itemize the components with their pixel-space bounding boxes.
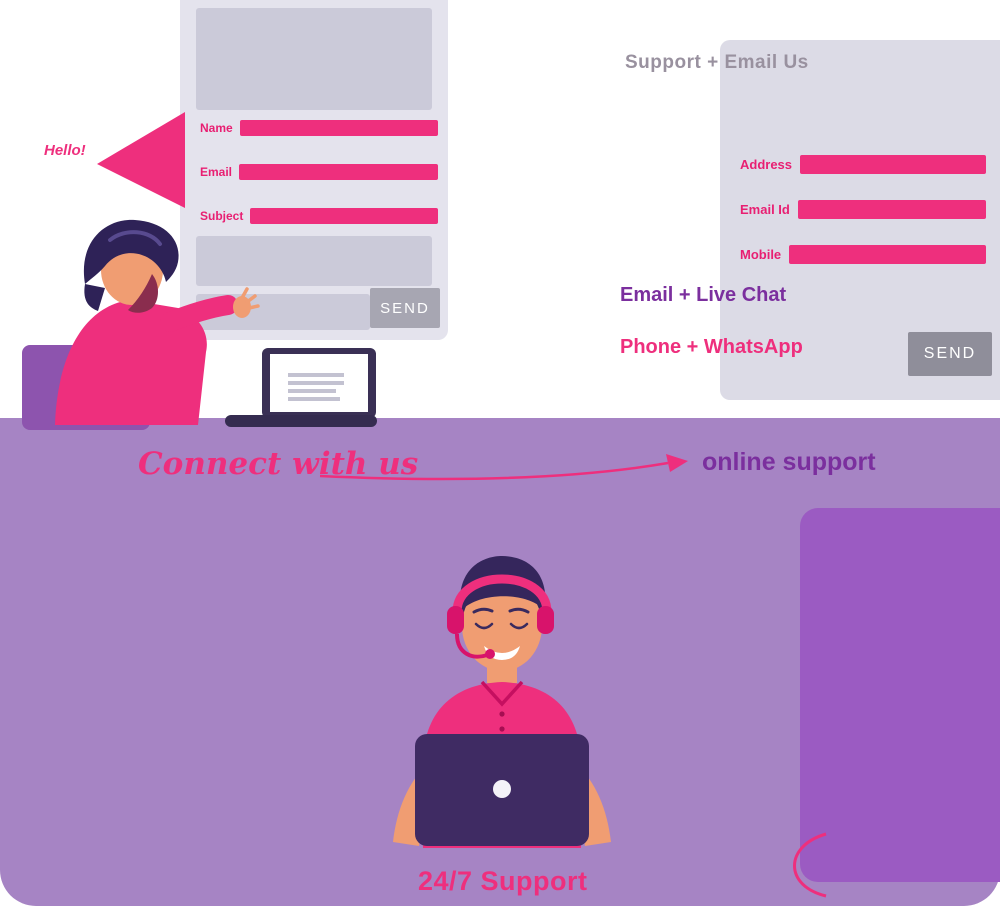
field-label: Mobile [740,246,782,262]
form-heading: Support + Email Us [625,52,809,73]
field-input-bar[interactable] [800,154,986,174]
right-form-panel: Address Email Id Mobile SEND [720,40,1000,400]
form-field-row: Email Id [740,198,986,220]
support-agent-illustration [393,556,611,848]
man-at-laptop-illustration [22,219,377,430]
field-input-bar[interactable] [239,164,438,180]
form-field-row: Name [200,118,438,138]
message-text-block [196,236,432,286]
form-field-row: Subject [200,206,438,226]
footer-caption: 24/7 Support [418,866,588,896]
field-label: Subject [200,209,244,223]
headset-icon [447,574,554,659]
send-button[interactable]: SEND [370,288,440,328]
field-label: Email Id [740,201,790,217]
contact-option-line: Email + Live Chat [620,284,787,306]
form-field-row: Email [200,162,438,182]
field-input-bar[interactable] [797,199,986,219]
decorative-arc-icon [793,832,827,898]
greeting-text: Hello! [44,142,86,159]
field-input-bar[interactable] [789,244,986,264]
form-field-row: Address [740,153,986,175]
field-label: Email [200,165,233,179]
megaphone-icon [97,112,185,208]
message-text-block [196,8,432,110]
send-button[interactable]: SEND [908,332,992,376]
field-label: Address [740,156,793,172]
field-input-bar[interactable] [239,120,438,136]
support-panel [800,508,1000,882]
laptop-icon [225,348,377,427]
field-label: Name [200,121,233,135]
field-input-bar[interactable] [250,208,438,224]
laptop-icon [415,734,589,846]
arrow-connector-icon [319,454,688,481]
tagline-script: Connect with us [138,446,419,482]
left-form-panel: Name Email Subject SEND [180,0,448,340]
contact-option-line: Phone + WhatsApp [620,336,803,358]
form-field-row: Mobile [740,243,986,265]
tagline-highlight: online support [702,448,876,476]
